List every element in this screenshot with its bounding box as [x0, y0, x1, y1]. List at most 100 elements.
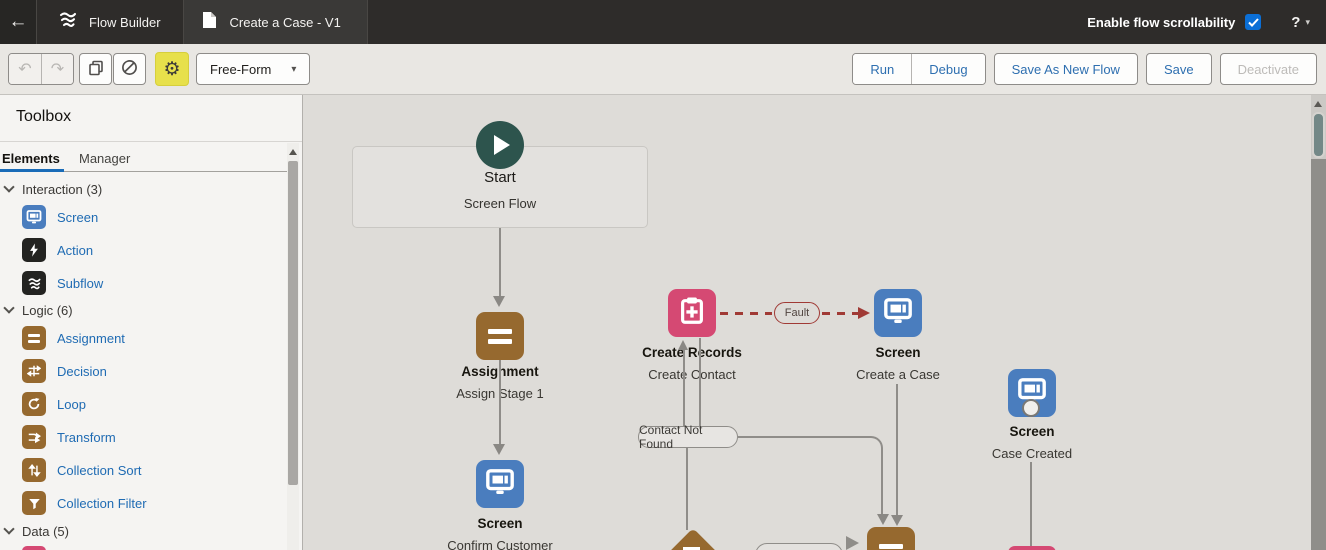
- redo-icon: ↷: [50, 61, 65, 78]
- toolbox-item-loop[interactable]: Loop: [22, 392, 86, 416]
- tab-manager[interactable]: Manager: [79, 151, 131, 166]
- toolbox-item-assignment[interactable]: Assignment: [22, 326, 125, 350]
- flow-canvas[interactable]: Start Screen Flow Assignment Assign Stag…: [304, 95, 1326, 550]
- arrowhead-right-icon: [846, 536, 859, 550]
- start-node-subtype: Screen Flow: [463, 196, 537, 211]
- connector-start-assignment: [499, 228, 501, 297]
- flow-tab-title: Create a Case - V1: [229, 14, 341, 30]
- arrowhead-down-icon: [891, 515, 903, 526]
- toolbox-item-subflow[interactable]: Subflow: [22, 271, 103, 295]
- chevron-down-icon: [3, 181, 15, 193]
- connector-assignment-screen: [499, 360, 501, 445]
- prohibit-icon: [121, 59, 138, 79]
- decision-item-label: Decision: [57, 363, 107, 379]
- canvas-mode-value: Free-Form: [210, 61, 272, 77]
- transform-icon: [22, 425, 46, 449]
- toolbox-item-transform[interactable]: Transform: [22, 425, 116, 449]
- screen-confirm-name: Confirm Customer: [447, 538, 553, 550]
- copy-icon: [88, 60, 104, 79]
- screen-icon: [883, 296, 913, 331]
- toolbox-item-screen[interactable]: Screen: [22, 205, 98, 229]
- save-label: Save: [1163, 61, 1194, 77]
- app-brand: Flow Builder: [37, 0, 184, 44]
- fault-connector-right: [822, 312, 858, 315]
- toolbox-item-collection-filter[interactable]: Collection Filter: [22, 491, 147, 515]
- action-item-label: Action: [57, 242, 94, 258]
- undo-redo-group: ↶ ↷: [8, 53, 74, 85]
- debug-button[interactable]: Debug: [911, 54, 985, 84]
- help-menu[interactable]: ? ▾: [1291, 14, 1310, 31]
- collection-filter-icon: [22, 491, 46, 515]
- copy-button[interactable]: [79, 53, 112, 85]
- toolbox-item-decision[interactable]: Decision: [22, 359, 107, 383]
- tab-elements[interactable]: Elements: [2, 151, 60, 166]
- outcome-label-clipped[interactable]: [755, 543, 843, 550]
- save-button[interactable]: Save: [1145, 53, 1212, 85]
- section-interaction[interactable]: Interaction (3): [3, 181, 103, 197]
- save-as-label: Save As New Flow: [1011, 61, 1120, 77]
- canvas-scrollbar[interactable]: [1311, 95, 1326, 550]
- assignment-icon: [879, 543, 903, 550]
- undo-button[interactable]: ↶: [9, 54, 41, 84]
- node-screen-create-a-case[interactable]: [874, 289, 922, 337]
- canvas-mode-dropdown[interactable]: Free-Form ▾: [196, 53, 311, 85]
- loop-icon: [22, 392, 46, 416]
- save-as-new-flow-button[interactable]: Save As New Flow: [993, 53, 1138, 85]
- active-tab-indicator: [0, 169, 64, 172]
- toolbox-divider: [0, 141, 302, 142]
- connector-pill-diamond: [686, 448, 688, 530]
- run-button[interactable]: Run: [853, 54, 912, 84]
- disable-elements-button[interactable]: [113, 53, 146, 85]
- tabs-underline: [0, 171, 287, 172]
- create-records-type: Create Records: [642, 345, 742, 360]
- scroll-up-icon: [289, 149, 297, 155]
- node-assignment-clipped[interactable]: [867, 527, 915, 550]
- section-data[interactable]: Data (5): [3, 523, 69, 539]
- arrowhead-right-icon: [858, 307, 870, 319]
- scroll-up-icon: [1314, 101, 1322, 107]
- toolbox-panel: Toolbox Elements Manager Interaction (3)…: [0, 95, 303, 550]
- toolbox-scrollbar-thumb[interactable]: [288, 161, 298, 485]
- toolbox-item-collection-sort[interactable]: Collection Sort: [22, 458, 142, 482]
- create-records-icon: [677, 296, 707, 331]
- screen-case-type: Screen: [875, 345, 921, 360]
- section-logic-label: Logic (6): [22, 303, 73, 318]
- scrollability-checkbox[interactable]: [1245, 14, 1262, 30]
- settings-button-highlighted[interactable]: ⚙: [155, 52, 189, 86]
- section-interaction-label: Interaction (3): [22, 182, 103, 197]
- run-label: Run: [870, 61, 895, 77]
- header-right: Enable flow scrollability ? ▾: [1087, 14, 1326, 31]
- scrollability-label: Enable flow scrollability: [1087, 14, 1236, 30]
- deactivate-button[interactable]: Deactivate: [1219, 53, 1317, 85]
- start-node-title: Start: [484, 169, 516, 186]
- back-button[interactable]: ←: [0, 0, 37, 44]
- arrowhead-up-icon: [678, 340, 688, 350]
- undo-icon: ↶: [18, 61, 32, 78]
- contact-not-found-text: Contact Not Found: [639, 423, 703, 451]
- toolbox-item-action[interactable]: Action: [22, 238, 93, 262]
- flow-tab[interactable]: Create a Case - V1: [183, 0, 368, 44]
- collection-sort-item-label: Collection Sort: [57, 462, 142, 478]
- node-assignment-assign-stage-1[interactable]: [476, 312, 524, 360]
- mode-caret-icon: ▾: [291, 63, 297, 75]
- connector-up-right: [699, 338, 701, 426]
- node-screen-confirm-customer[interactable]: [476, 460, 524, 508]
- app-header: ← Flow Builder Create a Case - V1 Enable…: [0, 0, 1326, 44]
- node-pink-clipped[interactable]: [1008, 546, 1056, 550]
- subflow-icon: [22, 271, 46, 295]
- start-node[interactable]: [476, 121, 524, 169]
- back-arrow-icon: ←: [8, 11, 28, 32]
- screen-item-label: Screen: [57, 209, 99, 225]
- flow-toolbar: ↶ ↷ ⚙ Free-Form ▾ Run Debug Save As New …: [0, 44, 1326, 95]
- outcome-label-contact-not-found[interactable]: Contact Not Found: [638, 423, 738, 451]
- connector-handle[interactable]: [1022, 399, 1040, 417]
- toolbox-scrollbar[interactable]: [287, 143, 299, 550]
- section-logic[interactable]: Logic (6): [3, 302, 73, 318]
- section-data-label: Data (5): [22, 524, 69, 539]
- deactivate-label: Deactivate: [1237, 61, 1299, 77]
- fault-connector-label[interactable]: Fault: [774, 302, 820, 324]
- canvas-scrollbar-thumb[interactable]: [1312, 112, 1325, 158]
- node-create-records-create-contact[interactable]: [668, 289, 716, 337]
- redo-button[interactable]: ↷: [41, 54, 73, 84]
